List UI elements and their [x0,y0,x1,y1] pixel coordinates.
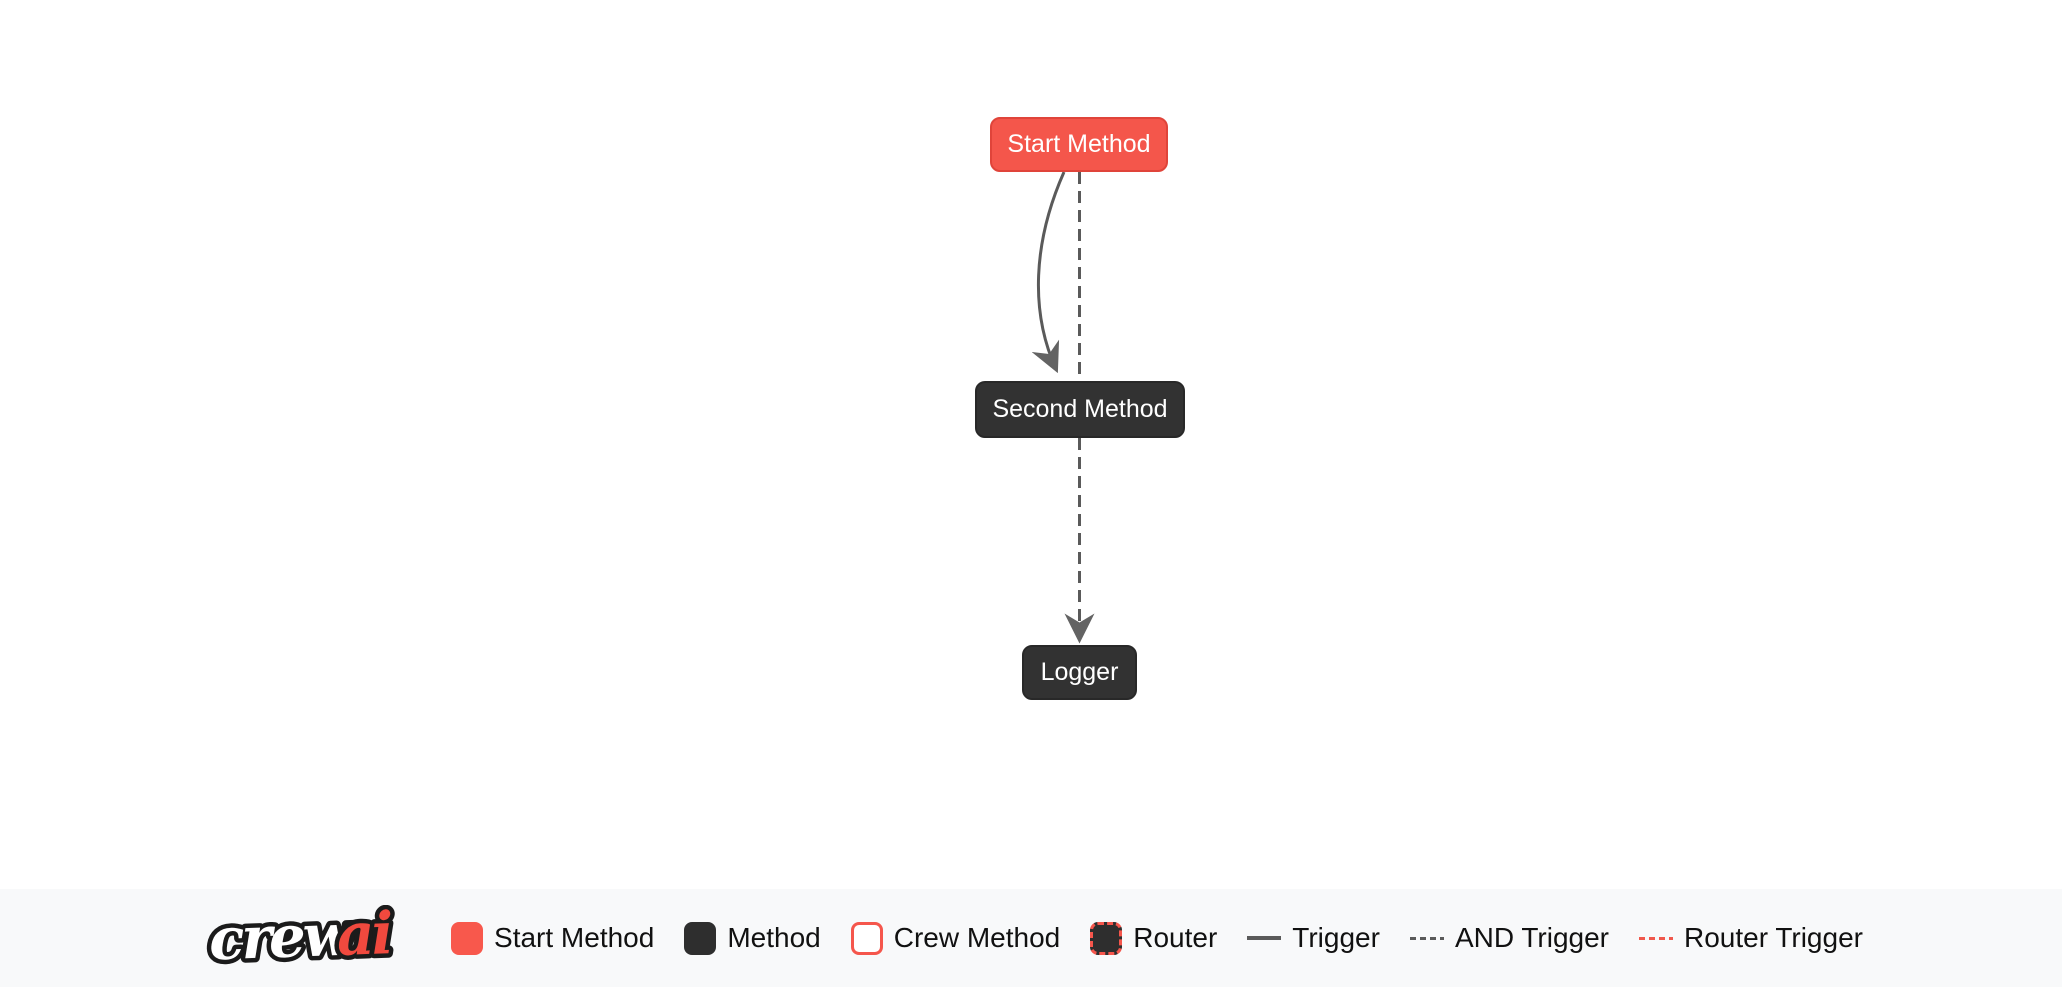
crew-method-swatch-icon [850,921,883,955]
node-second-method[interactable]: Second Method [975,381,1185,438]
legend-label-trigger: Trigger [1292,922,1380,953]
logo-text-crew: crew [208,905,356,971]
start-method-swatch-icon [451,921,484,955]
router-trigger-line-icon [1639,936,1673,940]
legend-label-start-method: Start Method [494,922,655,953]
legend-item-method: Method [684,921,821,955]
legend-item-trigger: Trigger [1247,922,1380,954]
legend-label-and-trigger: AND Trigger [1454,922,1609,953]
legend-label-crew-method: Crew Method [893,922,1061,953]
legend-item-start-method: Start Method [451,921,655,955]
legend-item-router-trigger: Router Trigger [1639,922,1863,954]
legend-item-router: Router [1090,921,1218,955]
node-logger[interactable]: Logger [1022,645,1137,700]
crewai-logo: crew ai [203,905,397,971]
edge-start-to-second [1031,171,1066,374]
legend-label-method: Method [727,922,821,953]
node-start-method[interactable]: Start Method [990,117,1168,172]
legend-footer: crew ai Start Method Method Crew Method … [0,889,2062,987]
flow-graph-canvas[interactable]: Start Method Second Method Logger [0,0,2062,889]
legend-item-crew-method: Crew Method [850,921,1061,955]
and-trigger-line-icon [1409,936,1444,940]
legend-item-and-trigger: AND Trigger [1409,922,1609,954]
method-swatch-icon [684,921,717,955]
logo-text-ai: ai [336,905,393,969]
legend-label-router: Router [1133,922,1218,953]
trigger-line-icon [1247,936,1282,940]
router-swatch-icon [1090,921,1123,955]
legend-label-router-trigger: Router Trigger [1684,922,1863,953]
